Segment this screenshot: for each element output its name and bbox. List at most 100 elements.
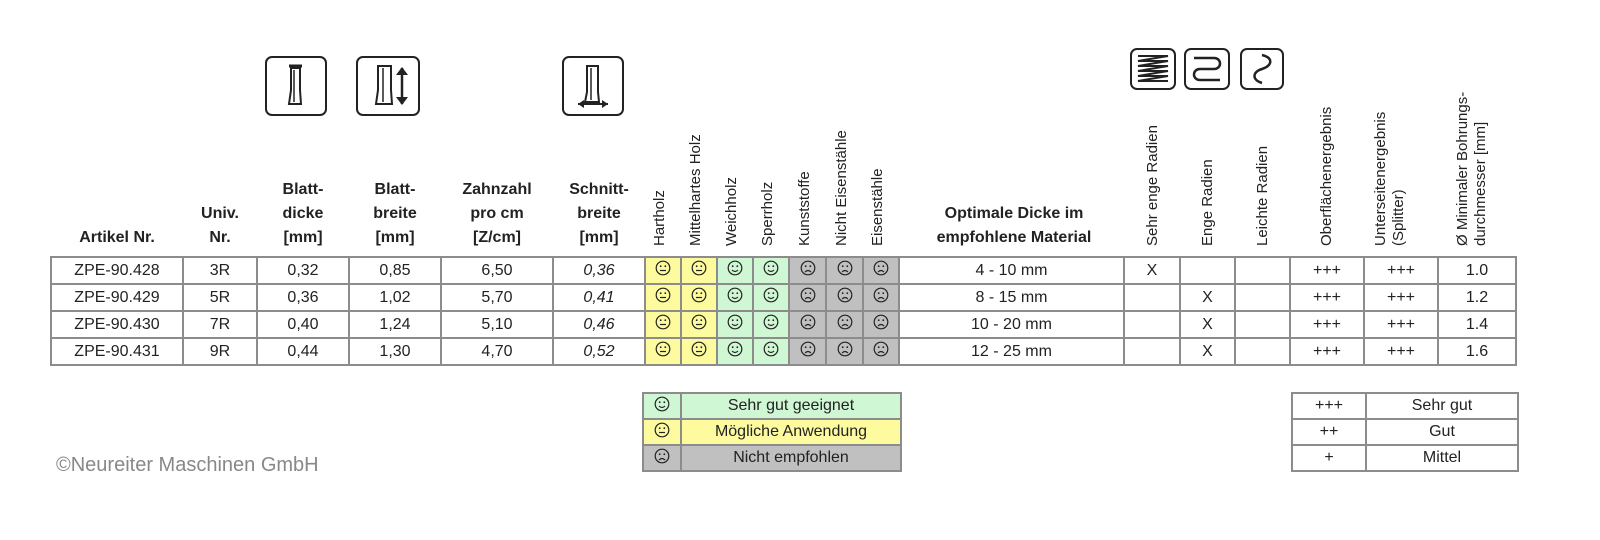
- light-radius-icon: [1240, 48, 1284, 90]
- legend-suitability: Sehr gut geeignet Mögliche Anwendung Nic…: [642, 392, 902, 472]
- cell-enge-radien: [1179, 256, 1236, 285]
- legend-row: +++ Sehr gut: [1291, 392, 1519, 420]
- cell-blattbreite: 1,02: [348, 283, 442, 312]
- legend-row-gut: Sehr gut geeignet: [642, 392, 902, 420]
- cell-univ: 3R: [182, 256, 258, 285]
- tight-radius-icon: [1184, 48, 1230, 90]
- smile-icon: [716, 337, 754, 366]
- legend-label: Mittel: [1365, 444, 1519, 472]
- frown-icon: [862, 310, 900, 339]
- cell-artikel: ZPE-90.428: [50, 256, 184, 285]
- cell-optimale-dicke: 8 - 15 mm: [898, 283, 1125, 312]
- cell-zahnzahl: 5,10: [440, 310, 554, 339]
- legend-label: Sehr gut geeignet: [680, 392, 902, 420]
- cell-schnittbreite: 0,41: [552, 283, 646, 312]
- legend-label: Mögliche Anwendung: [680, 418, 902, 446]
- frown-icon: [788, 283, 827, 312]
- vheader-hartholz: Hartholz: [651, 190, 668, 246]
- cell-optimale-dicke: 12 - 25 mm: [898, 337, 1125, 366]
- neutral-face-icon: [644, 283, 682, 312]
- legend-quality: +++ Sehr gut ++ Gut + Mittel: [1291, 392, 1519, 472]
- cell-blattdicke: 0,36: [256, 283, 350, 312]
- vheader-leichte-radien: Leichte Radien: [1254, 145, 1271, 246]
- neutral-face-icon: [642, 418, 682, 446]
- vheader-nicht-eisenstaehle: Nicht Eisenstähle: [833, 130, 850, 246]
- cell-blattbreite: 0,85: [348, 256, 442, 285]
- neutral-face-icon: [680, 337, 718, 366]
- blade-thickness-icon: [265, 56, 327, 116]
- cell-leichte-radien: [1234, 310, 1291, 339]
- cell-blattbreite: 1,30: [348, 337, 442, 366]
- legend-row: ++ Gut: [1291, 418, 1519, 446]
- cell-unterseitenergebnis: +++: [1363, 337, 1439, 366]
- frown-icon: [642, 444, 682, 472]
- cell-univ: 5R: [182, 283, 258, 312]
- frown-icon: [825, 337, 864, 366]
- smile-icon: [642, 392, 682, 420]
- smile-icon: [752, 337, 790, 366]
- cell-optimale-dicke: 4 - 10 mm: [898, 256, 1125, 285]
- cell-zahnzahl: 5,70: [440, 283, 554, 312]
- smile-icon: [752, 256, 790, 285]
- cell-zahnzahl: 6,50: [440, 256, 554, 285]
- legend-row: + Mittel: [1291, 444, 1519, 472]
- cell-sehr-enge-radien: [1123, 310, 1181, 339]
- legend-row-mittel: Mögliche Anwendung: [642, 418, 902, 446]
- cell-schnittbreite: 0,46: [552, 310, 646, 339]
- vheader-sehr-enge-radien: Sehr enge Radien: [1144, 125, 1161, 246]
- cell-artikel: ZPE-90.430: [50, 310, 184, 339]
- frown-icon: [788, 256, 827, 285]
- copyright: ©Neureiter Maschinen GmbH: [56, 454, 319, 476]
- frown-icon: [825, 256, 864, 285]
- cell-univ: 9R: [182, 337, 258, 366]
- smile-icon: [752, 310, 790, 339]
- cell-unterseitenergebnis: +++: [1363, 256, 1439, 285]
- neutral-face-icon: [680, 283, 718, 312]
- cell-optimale-dicke: 10 - 20 mm: [898, 310, 1125, 339]
- cell-schnittbreite: 0,52: [552, 337, 646, 366]
- cell-leichte-radien: [1234, 283, 1291, 312]
- cell-artikel: ZPE-90.429: [50, 283, 184, 312]
- very-tight-radius-icon: [1130, 48, 1176, 90]
- frown-icon: [788, 337, 827, 366]
- cell-bohrungsdurchmesser: 1.2: [1437, 283, 1517, 312]
- vheader-eisenstaehle: Eisenstähle: [869, 168, 886, 246]
- smile-icon: [716, 310, 754, 339]
- cell-unterseitenergebnis: +++: [1363, 310, 1439, 339]
- legend-label: Sehr gut: [1365, 392, 1519, 420]
- vheader-mittelhartes-holz: Mittelhartes Holz: [687, 134, 704, 246]
- cell-blattdicke: 0,44: [256, 337, 350, 366]
- smile-icon: [752, 283, 790, 312]
- neutral-face-icon: [680, 256, 718, 285]
- legend-symbol: +: [1291, 444, 1367, 472]
- cell-artikel: ZPE-90.431: [50, 337, 184, 366]
- cell-leichte-radien: [1234, 256, 1291, 285]
- frown-icon: [788, 310, 827, 339]
- cell-blattbreite: 1,24: [348, 310, 442, 339]
- cell-oberflaechenergebnis: +++: [1289, 283, 1365, 312]
- cell-enge-radien: X: [1179, 310, 1236, 339]
- legend-label: Gut: [1365, 418, 1519, 446]
- frown-icon: [862, 256, 900, 285]
- blade-width-icon: [356, 56, 420, 116]
- cell-oberflaechenergebnis: +++: [1289, 256, 1365, 285]
- smile-icon: [716, 283, 754, 312]
- cell-blattdicke: 0,40: [256, 310, 350, 339]
- frown-icon: [862, 283, 900, 312]
- cell-enge-radien: X: [1179, 283, 1236, 312]
- cell-unterseitenergebnis: +++: [1363, 283, 1439, 312]
- header-schnittbreite: Schnitt-breite[mm]: [569, 181, 629, 246]
- vheader-bohrungsdurchmesser: Ø Minimaler Bohrungs-durchmesser [mm]: [1454, 91, 1489, 246]
- cell-blattdicke: 0,32: [256, 256, 350, 285]
- kerf-width-icon: [562, 56, 624, 116]
- frown-icon: [862, 337, 900, 366]
- header-blattbreite: Blatt-breite[mm]: [373, 181, 417, 246]
- frown-icon: [825, 310, 864, 339]
- legend-row-nicht: Nicht empfohlen: [642, 444, 902, 472]
